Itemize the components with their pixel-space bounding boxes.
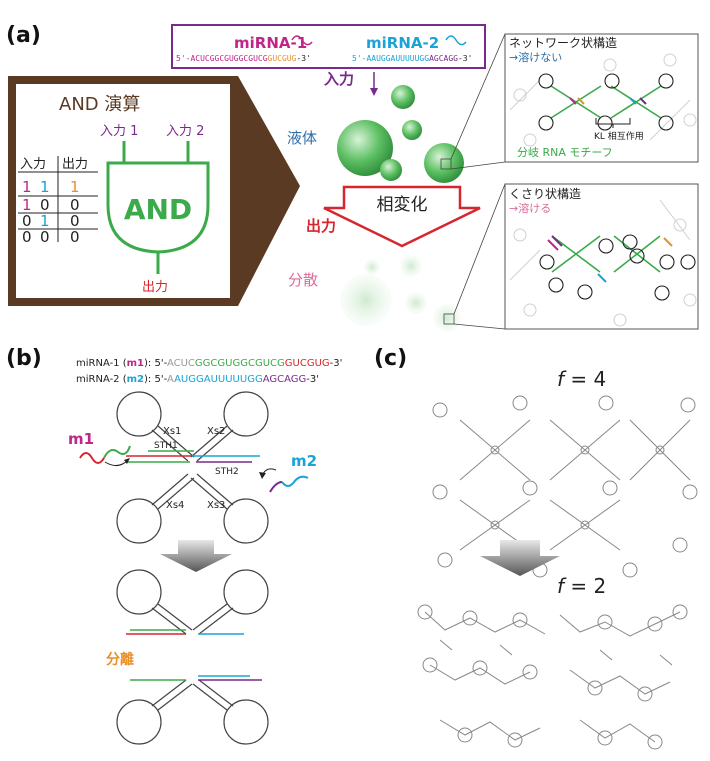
truth-header-input: 入力 xyxy=(20,157,46,172)
phase-change-arrow: 相変化 xyxy=(323,185,481,248)
input-label: 入力 xyxy=(324,70,354,88)
chain-structure-inset: くさり状構造 →溶ける xyxy=(504,183,699,330)
truth-cell: 1 xyxy=(40,212,50,230)
network-subtitle: →溶けない xyxy=(509,50,562,64)
truth-cell: 1 xyxy=(22,196,32,214)
truth-cell: 0 xyxy=(70,196,80,214)
liquid-droplets xyxy=(337,85,464,183)
truth-cell: 0 xyxy=(40,228,50,246)
truth-cell: 1 xyxy=(22,178,32,196)
chain-subtitle: →溶ける xyxy=(509,201,551,215)
network-structure-inset: ネットワーク状構造 →溶けない KL 相互作用 分岐 RNA モチーフ xyxy=(504,33,699,163)
m1-label: m1 xyxy=(68,430,94,448)
mirna2-name: miRNA-2 xyxy=(366,34,439,52)
chain-title: くさり状構造 xyxy=(509,187,581,201)
down-arrow-b xyxy=(160,540,232,572)
truth-header-output: 出力 xyxy=(62,157,88,172)
truth-table: 入力 出力 1 1 1 1 0 0 0 1 0 0 0 0 xyxy=(18,156,98,246)
mirna2-sequence: 5'-AAUGGAUUUUUGGAGCAGG-3' xyxy=(352,54,472,63)
branch-label: 分岐 RNA モチーフ xyxy=(517,146,613,159)
truth-cell: 0 xyxy=(70,212,80,230)
m1-strand: m1 xyxy=(68,430,131,466)
network-title: ネットワーク状構造 xyxy=(509,36,617,50)
x-motif-bottom: 分離 xyxy=(106,569,269,745)
xs2-label: Xs2 xyxy=(207,426,225,437)
truth-cell: 0 xyxy=(22,228,32,246)
xs1-label: Xs1 xyxy=(163,426,181,437)
truth-cell: 0 xyxy=(40,196,50,214)
zoom-lines xyxy=(440,33,506,330)
output-label: 出力 xyxy=(306,217,336,235)
mirna1-strand-icon xyxy=(291,35,313,46)
m2-label: m2 xyxy=(291,452,317,470)
kl-label: KL 相互作用 xyxy=(594,130,644,142)
f4-network xyxy=(432,395,698,578)
phase-change-label: 相変化 xyxy=(377,195,428,215)
and-output-label: 出力 xyxy=(142,280,168,295)
dispersed-droplets xyxy=(340,255,461,332)
seq1-line: miRNA-1 (m1): 5'-ACUCGGCGUGGCGUCGGUCGUG-… xyxy=(76,358,342,369)
f2-label: f = 2 xyxy=(557,574,606,598)
projector-wedge xyxy=(238,76,300,306)
panel-a-label: (a) xyxy=(6,23,41,48)
mirna-input-box: miRNA-1 5'-ACUCGGCGUGGCGUCGGUCGUG-3' miR… xyxy=(171,24,486,69)
and-input1-label: 入力 1 xyxy=(100,124,138,139)
and-input2-label: 入力 2 xyxy=(166,124,204,139)
mirna1-name: miRNA-1 xyxy=(234,34,307,52)
and-title: AND 演算 xyxy=(59,94,140,115)
m2-strand: m2 xyxy=(259,452,317,493)
f2-chains xyxy=(417,604,688,750)
truth-cell: 1 xyxy=(70,178,80,196)
panel-b-label: (b) xyxy=(6,346,42,371)
xs3-label: Xs3 xyxy=(207,500,225,511)
truth-cell: 0 xyxy=(70,228,80,246)
sth2-label: STH2 xyxy=(215,467,239,477)
truth-cell: 0 xyxy=(22,212,32,230)
liquid-label: 液体 xyxy=(287,129,317,147)
mirna2-strand-icon xyxy=(445,35,467,46)
xs4-label: Xs4 xyxy=(166,500,184,511)
panel-c-label: (c) xyxy=(374,346,407,371)
separation-label: 分離 xyxy=(106,651,134,668)
down-arrow-c xyxy=(480,540,560,576)
and-gate: AND xyxy=(106,141,210,274)
dispersed-label: 分散 xyxy=(288,271,318,289)
seq2-line: miRNA-2 (m2): 5'-AAUGGAUUUUUGGAGCAGG-3' xyxy=(76,374,319,385)
and-gate-label: AND xyxy=(124,193,192,226)
f4-label: f = 4 xyxy=(557,367,606,391)
sth1-label: STH1 xyxy=(154,441,178,451)
mirna1-sequence: 5'-ACUCGGCGUGGCGUCGGUCGUG-3' xyxy=(176,54,311,63)
truth-cell: 1 xyxy=(40,178,50,196)
x-motif-top: Xs1 Xs2 Xs4 Xs3 STH1 STH2 xyxy=(116,391,269,544)
